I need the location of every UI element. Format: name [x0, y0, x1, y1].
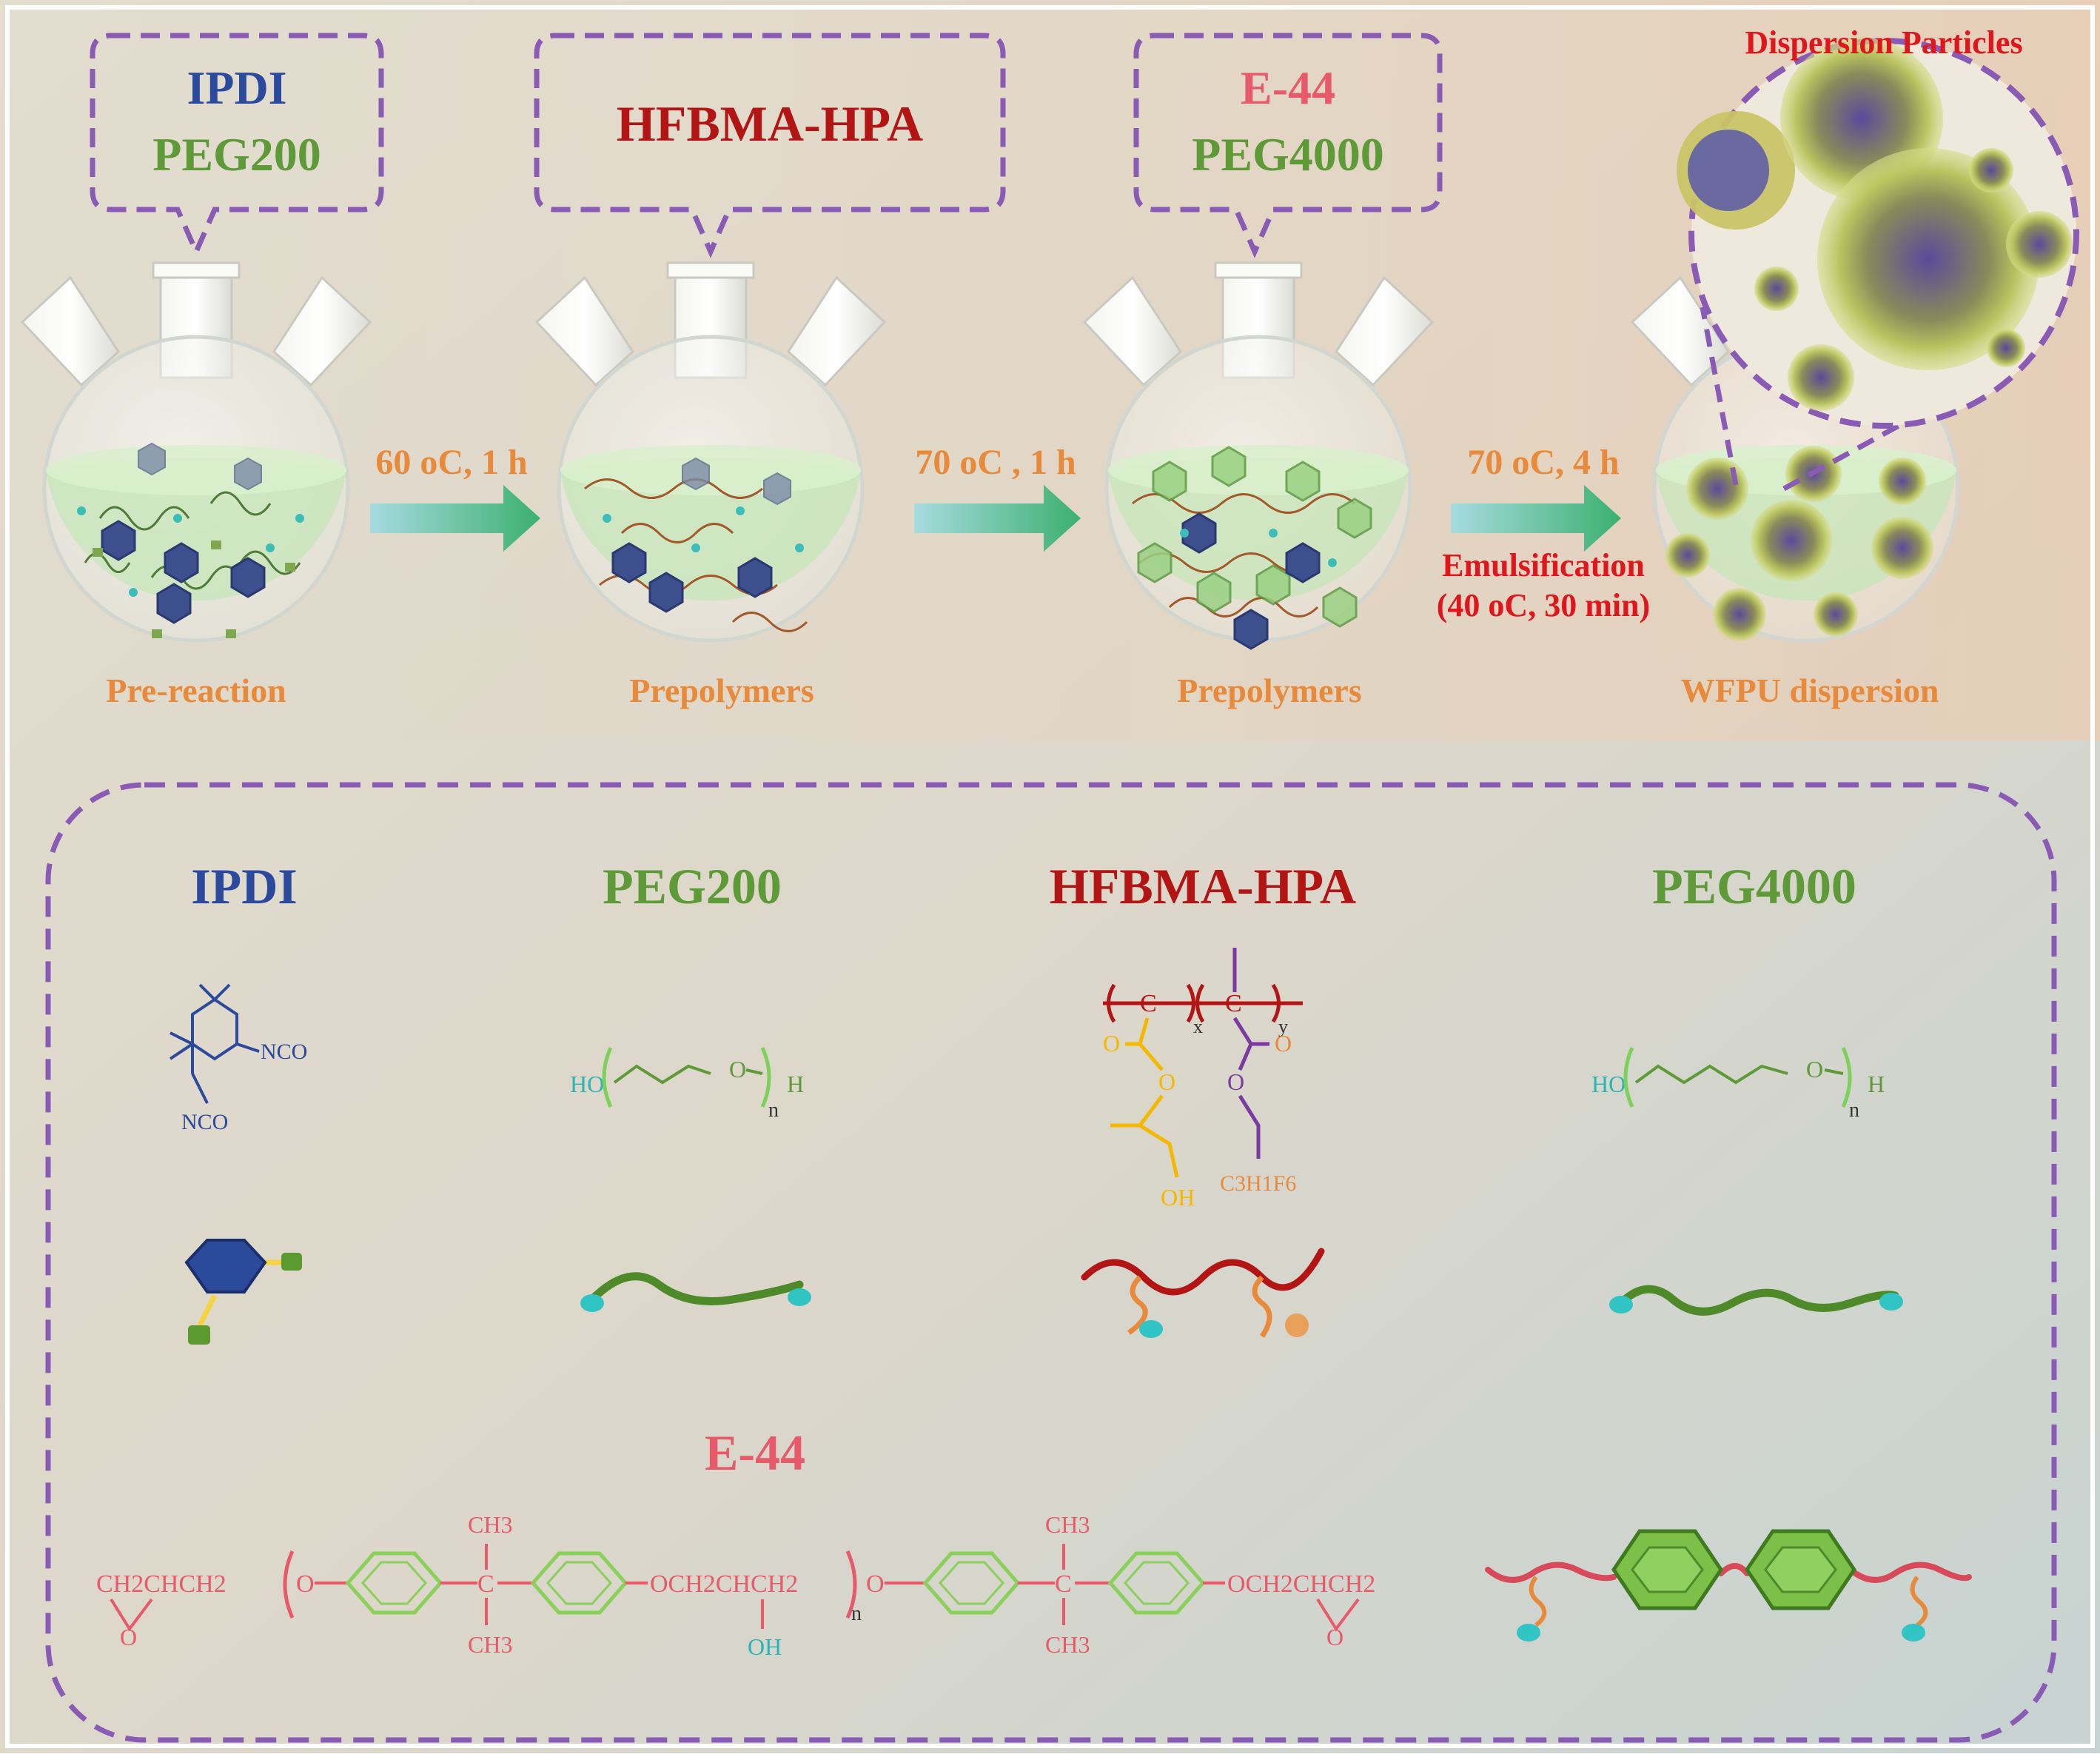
svg-text:HO: HO: [570, 1071, 604, 1097]
svg-text:O: O: [1103, 1030, 1120, 1057]
svg-text:C3H1F6: C3H1F6: [1220, 1171, 1296, 1196]
ipdi-structure: [169, 983, 260, 1104]
e44-icon: [1485, 1529, 1972, 1641]
svg-text:H: H: [1868, 1071, 1885, 1097]
bubble1-peg200-label: PEG200: [152, 128, 321, 181]
svg-text:O: O: [1158, 1068, 1175, 1095]
svg-text:OCH2CHCH2: OCH2CHCH2: [1227, 1570, 1375, 1598]
svg-text:HO: HO: [1591, 1071, 1626, 1097]
svg-text:x: x: [1193, 1016, 1203, 1037]
arrow1-label: 60 oC, 1 h: [375, 443, 527, 482]
emulsification-label: Emulsification: [1442, 547, 1645, 583]
peg200-icon: [580, 1272, 811, 1312]
bubble1-ipdi-label: IPDI: [187, 61, 286, 114]
svg-text:C: C: [1140, 990, 1157, 1017]
peg4000-structure: HO O n H: [1591, 1046, 1885, 1122]
svg-text:CH3: CH3: [468, 1631, 512, 1658]
legend-peg200-title: PEG200: [603, 858, 782, 914]
bubble-e44-peg4000: E-44 PEG4000: [1133, 33, 1443, 258]
arrow2-label: 70 oC , 1 h: [915, 443, 1076, 482]
legend-box: [45, 782, 2057, 1743]
svg-text:CH3: CH3: [1045, 1631, 1090, 1658]
arrow3-label: 70 oC, 4 h: [1467, 443, 1619, 482]
flask-caption-3: Prepolymers: [1177, 672, 1362, 709]
peg4000-icon: [1609, 1285, 1903, 1316]
svg-text:OH: OH: [1161, 1184, 1195, 1211]
ipdi-icon: [184, 1239, 302, 1345]
svg-text:C: C: [1225, 990, 1242, 1017]
legend-ipdi-title: IPDI: [191, 858, 298, 914]
svg-text:O: O: [296, 1570, 315, 1598]
hfbma-structure: C C x y O O OH O O C3H1F6: [1103, 948, 1303, 1211]
dispersion-particles-title: Dispersion Particles: [1745, 24, 2022, 61]
arrow-step3: 70 oC, 4 h Emulsification (40 oC, 30 min…: [1437, 443, 1650, 623]
svg-text:O: O: [729, 1056, 746, 1082]
svg-text:O: O: [1326, 1624, 1343, 1650]
svg-text:CH2CHCH2: CH2CHCH2: [96, 1570, 227, 1598]
peg200-structure: HO O n H: [570, 1046, 804, 1122]
dispersion-zoom: Dispersion Particles: [1677, 24, 2079, 492]
flask-pre-reaction: [20, 261, 372, 643]
emulsification-conditions: (40 oC, 30 min): [1437, 587, 1650, 623]
arrow-step2: 70 oC , 1 h: [914, 443, 1081, 552]
svg-text:y: y: [1278, 1016, 1288, 1037]
bubble3-e44-label: E-44: [1241, 61, 1335, 114]
bubble-ipdi-peg200: IPDI PEG200: [90, 33, 384, 258]
svg-text:n: n: [768, 1099, 779, 1122]
svg-text:CH3: CH3: [468, 1511, 512, 1538]
svg-text:O: O: [866, 1570, 885, 1598]
svg-text:O: O: [120, 1624, 137, 1650]
legend-e44-title: E-44: [705, 1425, 805, 1481]
ipdi-nco-1: NCO: [261, 1040, 307, 1064]
bubble3-peg4000-label: PEG4000: [1192, 128, 1384, 181]
svg-text:O: O: [1275, 1030, 1292, 1057]
svg-text:CH3: CH3: [1045, 1511, 1090, 1538]
svg-text:C: C: [1055, 1570, 1072, 1598]
svg-text:n: n: [1849, 1099, 1859, 1122]
flask-caption-2: Prepolymers: [629, 672, 814, 709]
svg-text:OCH2CHCH2: OCH2CHCH2: [650, 1570, 798, 1598]
hfbma-icon: [1081, 1248, 1325, 1338]
legend-hfbma-title: HFBMA-HPA: [1050, 858, 1356, 914]
svg-text:C: C: [477, 1570, 494, 1598]
svg-text:O: O: [1227, 1068, 1244, 1095]
bubble-hfbma-hpa: HFBMA-HPA: [534, 33, 1006, 258]
ipdi-nco-2: NCO: [181, 1110, 228, 1134]
flask-caption-1: Pre-reaction: [106, 672, 286, 709]
flask-prepolymers-2: [1082, 261, 1435, 650]
legend-peg4000-title: PEG4000: [1652, 858, 1856, 914]
bubble2-hfbma-label: HFBMA-HPA: [617, 96, 923, 152]
svg-text:OH: OH: [748, 1633, 782, 1660]
svg-text:n: n: [851, 1602, 862, 1625]
svg-text:O: O: [1806, 1056, 1823, 1082]
svg-text:H: H: [787, 1071, 804, 1097]
flask-caption-4: WFPU dispersion: [1681, 672, 1939, 709]
e44-structure: CH2CHCH2 O O C CH3 CH3 OCH2CHCH2 OH n O …: [96, 1511, 1375, 1660]
flask-prepolymers-1: [534, 261, 887, 643]
arrow-step1: 60 oC, 1 h: [370, 443, 540, 552]
